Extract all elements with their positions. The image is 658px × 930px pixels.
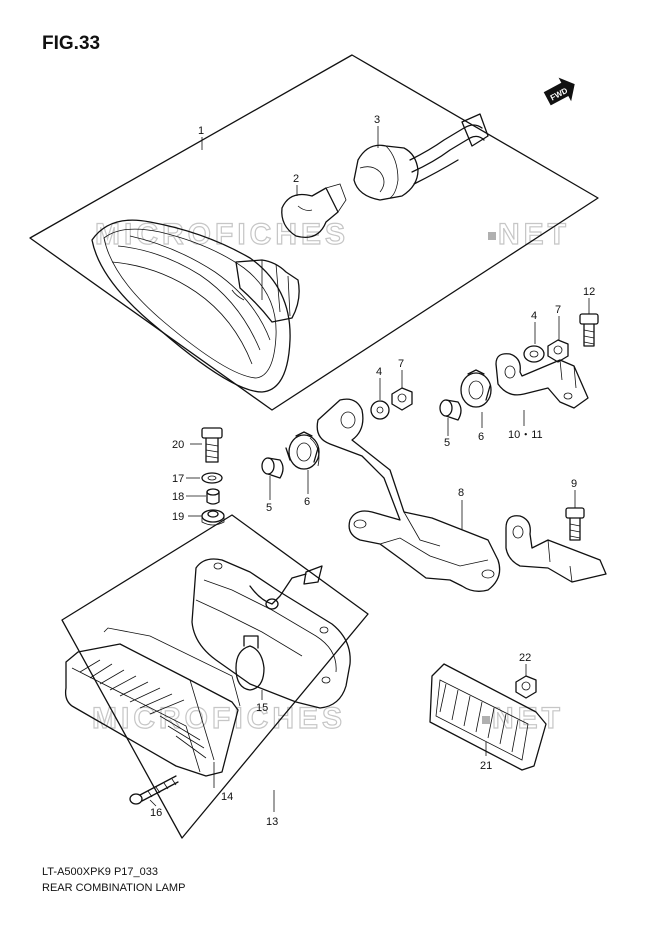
part-bushing-6-left (285, 431, 320, 470)
callout-6-right: 6 (478, 431, 484, 443)
watermark-top: MICROFICHES NET (94, 217, 570, 251)
callout-9: 9 (571, 478, 577, 490)
callout-13: 13 (266, 816, 278, 828)
callout-14: 14 (221, 791, 233, 803)
watermark-bottom-left: MICROFICHES (92, 702, 346, 735)
callout-8: 8 (458, 487, 464, 499)
watermark-bottom: MICROFICHES NET (91, 701, 560, 735)
figure-title: FIG.33 (42, 33, 101, 54)
part-lamp-body-14 (191, 558, 351, 709)
part-lens (64, 627, 241, 777)
part-bushing-6-right (460, 369, 492, 408)
part-nut-7-top (547, 339, 569, 363)
leader-lines (149, 126, 590, 812)
part-spacer-5-left (261, 457, 284, 479)
callout-12: 12 (583, 286, 595, 298)
part-bolt-9 (565, 507, 585, 541)
watermark-top-dot (488, 232, 496, 240)
forward-direction-badge: FWD (543, 77, 575, 106)
part-grommet-19 (201, 509, 225, 526)
footer-assembly-name: REAR COMBINATION LAMP (42, 882, 186, 894)
part-bracket-10-11 (495, 353, 589, 409)
callout-20: 20 (172, 439, 184, 451)
part-tail-lamp-housing (91, 219, 300, 393)
part-bracket-8 (316, 398, 501, 592)
callout-2: 2 (293, 173, 299, 185)
footer-model-code: LT-A500XPK9 P17_033 (42, 866, 158, 878)
part-bracket-8-tab (505, 515, 607, 583)
callout-21: 21 (480, 760, 492, 772)
part-nut-7-mid (391, 387, 413, 411)
part-nut-22 (515, 675, 537, 699)
assembly-13-outline (61, 514, 369, 839)
callout-4-top: 4 (531, 310, 537, 322)
callout-19: 19 (172, 511, 184, 523)
part-socket-3 (353, 113, 489, 201)
callout-7-mid: 7 (398, 358, 404, 370)
part-bulb-15 (235, 635, 265, 691)
watermark-top-right: NET (498, 218, 570, 251)
part-washer-4-mid (370, 400, 390, 420)
part-screw-16 (129, 775, 179, 805)
part-bolt-20 (201, 427, 223, 463)
callout-10-11: 10・11 (508, 429, 543, 441)
assembly-1-outline (29, 54, 599, 411)
callout-17: 17 (172, 473, 184, 485)
watermark-top-left: MICROFICHES (95, 218, 349, 251)
callout-15: 15 (256, 702, 268, 714)
callout-5-right: 5 (444, 437, 450, 449)
part-bulb-2 (281, 183, 347, 239)
callout-5-left: 5 (266, 502, 272, 514)
callout-labels: 1 2 3 4 7 12 7 4 6 10・11 5 20 6 17 18 5 … (150, 114, 595, 828)
part-spacer-5-right (439, 399, 462, 421)
part-collar-18 (206, 488, 220, 505)
part-reflector-21 (429, 663, 547, 771)
callout-6-left: 6 (304, 496, 310, 508)
watermark-bottom-dot (482, 716, 490, 724)
part-bolt-12 (579, 313, 599, 347)
callout-7-top: 7 (555, 304, 561, 316)
callout-22: 22 (519, 652, 531, 664)
callout-16: 16 (150, 807, 162, 819)
callout-18: 18 (172, 491, 184, 503)
part-washer-17 (201, 472, 223, 484)
callout-4-mid: 4 (376, 366, 382, 378)
callout-3: 3 (374, 114, 380, 126)
part-washer-4-top (523, 345, 545, 363)
callout-1: 1 (198, 125, 204, 137)
